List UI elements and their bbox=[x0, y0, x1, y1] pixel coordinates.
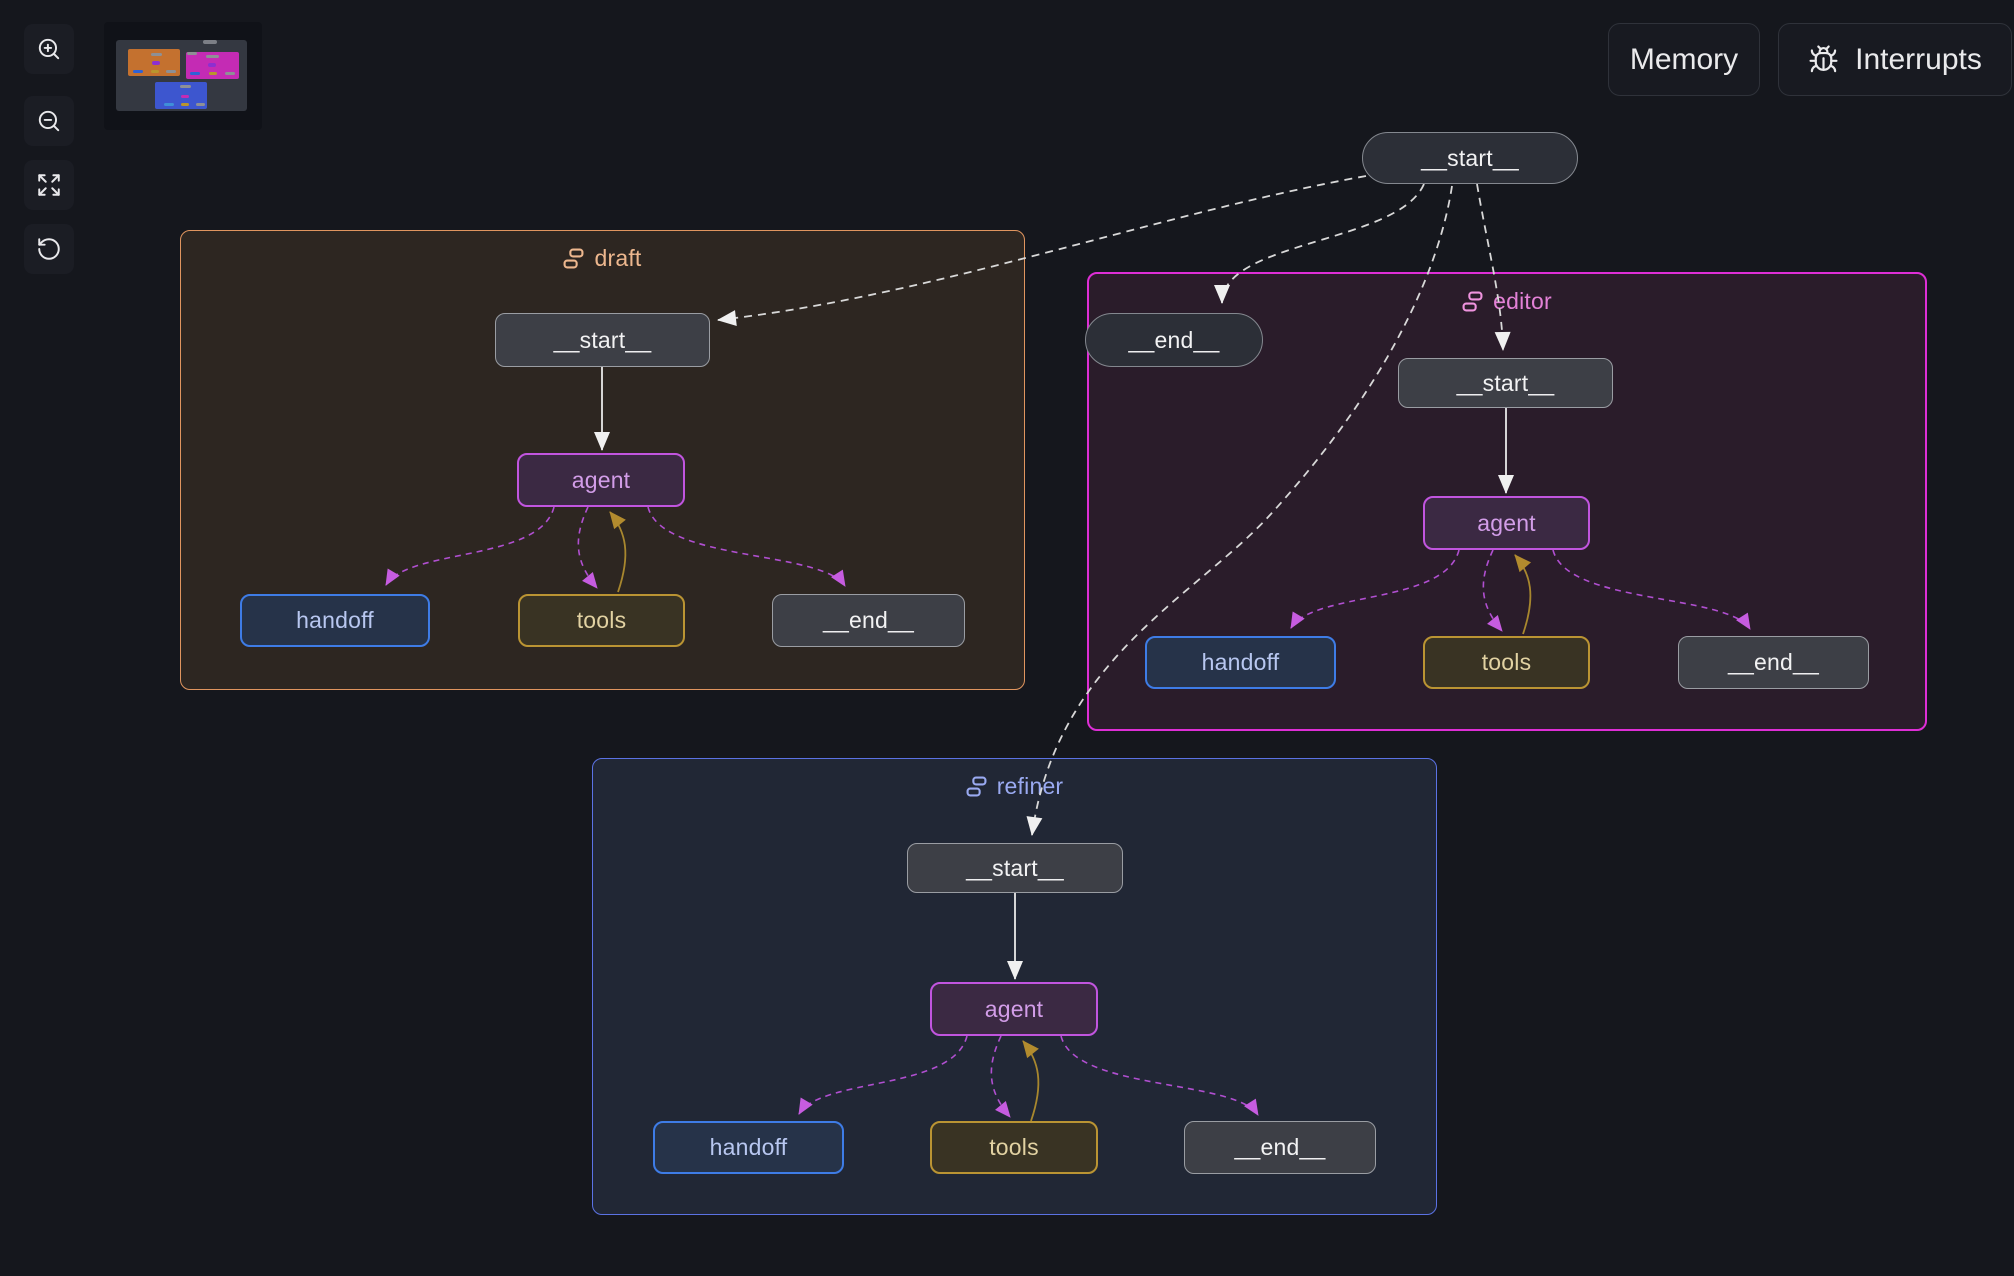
subgraph-refiner-header: refiner bbox=[593, 773, 1436, 800]
subgraph-icon bbox=[564, 248, 584, 269]
zoom-in-icon bbox=[38, 38, 60, 60]
node-label: __start__ bbox=[1456, 369, 1555, 396]
node-refiner-start[interactable]: __start__ bbox=[907, 843, 1123, 893]
minimap-group-editor bbox=[186, 52, 239, 79]
node-draft-end[interactable]: __end__ bbox=[772, 594, 965, 647]
memory-button-label: Memory bbox=[1629, 42, 1739, 76]
node-refiner-end[interactable]: __end__ bbox=[1184, 1121, 1376, 1174]
memory-button[interactable]: Memory bbox=[1608, 23, 1760, 96]
reset-view-button[interactable] bbox=[24, 224, 74, 274]
subgraph-editor-header: editor bbox=[1089, 288, 1925, 315]
node-root-end[interactable]: __end__ bbox=[1085, 313, 1263, 367]
node-draft-handoff[interactable]: handoff bbox=[240, 594, 430, 647]
bug-icon bbox=[1809, 45, 1838, 73]
node-label: __end__ bbox=[823, 607, 914, 633]
node-draft-tools[interactable]: tools bbox=[518, 594, 685, 647]
zoom-out-button[interactable] bbox=[24, 96, 74, 146]
node-label: handoff bbox=[296, 607, 374, 633]
node-label: __start__ bbox=[1421, 144, 1519, 171]
reset-view-icon bbox=[38, 238, 60, 260]
subgraph-draft-label: draft bbox=[594, 245, 642, 271]
interrupts-button[interactable]: Interrupts bbox=[1778, 23, 2012, 96]
node-label: tools bbox=[1481, 649, 1532, 675]
subgraph-refiner-label: refiner bbox=[996, 773, 1064, 799]
node-label: handoff bbox=[709, 1134, 788, 1160]
node-editor-handoff[interactable]: handoff bbox=[1145, 636, 1336, 689]
node-label: agent bbox=[1477, 509, 1536, 536]
node-label: __end__ bbox=[1234, 1134, 1326, 1160]
node-root-start[interactable]: __start__ bbox=[1362, 132, 1578, 184]
node-refiner-handoff[interactable]: handoff bbox=[653, 1121, 844, 1174]
node-draft-start[interactable]: __start__ bbox=[495, 313, 710, 367]
minimap-root-start bbox=[203, 40, 217, 44]
zoom-out-icon bbox=[38, 110, 60, 132]
node-editor-end[interactable]: __end__ bbox=[1678, 636, 1869, 689]
node-editor-start[interactable]: __start__ bbox=[1398, 358, 1613, 408]
minimap[interactable] bbox=[104, 22, 262, 130]
fit-view-button[interactable] bbox=[24, 160, 74, 210]
node-label: agent bbox=[571, 466, 631, 493]
node-label: agent bbox=[984, 995, 1044, 1022]
subgraph-icon bbox=[1462, 291, 1483, 312]
node-label: tools bbox=[576, 607, 627, 633]
fit-view-icon bbox=[38, 174, 60, 196]
interrupts-button-label: Interrupts bbox=[1855, 42, 1982, 76]
node-label: __end__ bbox=[1728, 649, 1819, 675]
minimap-group-draft bbox=[128, 49, 180, 76]
node-label: __end__ bbox=[1128, 326, 1220, 353]
minimap-group-refiner bbox=[155, 82, 207, 109]
subgraph-editor-label: editor bbox=[1493, 288, 1552, 314]
node-label: tools bbox=[989, 1134, 1039, 1160]
subgraph-draft-header: draft bbox=[181, 245, 1024, 272]
node-editor-tools[interactable]: tools bbox=[1423, 636, 1590, 689]
node-label: __start__ bbox=[966, 854, 1064, 881]
node-label: __start__ bbox=[553, 326, 652, 353]
subgraph-icon bbox=[966, 776, 987, 797]
node-editor-agent[interactable]: agent bbox=[1423, 496, 1590, 550]
node-refiner-tools[interactable]: tools bbox=[930, 1121, 1098, 1174]
zoom-in-button[interactable] bbox=[24, 24, 74, 74]
node-label: handoff bbox=[1201, 649, 1280, 675]
node-refiner-agent[interactable]: agent bbox=[930, 982, 1098, 1036]
node-draft-agent[interactable]: agent bbox=[517, 453, 685, 507]
